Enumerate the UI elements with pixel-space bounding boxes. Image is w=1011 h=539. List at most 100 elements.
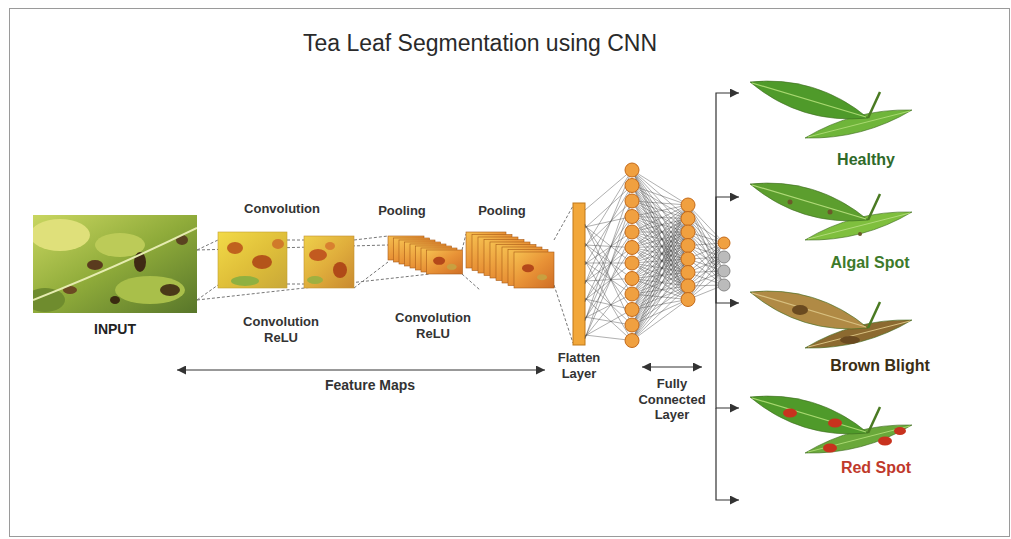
node-label: INPUT xyxy=(33,321,197,338)
leaf-spot xyxy=(828,210,833,215)
network-wire xyxy=(585,261,632,341)
span-label: Feature Maps xyxy=(315,377,425,394)
network-wire xyxy=(632,246,688,279)
network-wire xyxy=(585,232,632,301)
leaf-spot xyxy=(110,296,120,304)
pooling-slice xyxy=(514,252,554,288)
map-spot xyxy=(307,276,323,284)
flatten-layer: Flatten Layer xyxy=(548,200,610,382)
neuron xyxy=(625,194,639,208)
class-arrow xyxy=(716,197,739,265)
map-spot xyxy=(272,239,284,249)
network-wire xyxy=(632,273,688,326)
map-spot xyxy=(447,264,457,270)
layer-label: Convolution ReLU xyxy=(235,314,327,345)
network-wire xyxy=(632,232,688,294)
leaf-vein xyxy=(33,228,197,300)
neuron xyxy=(625,225,639,239)
dashed-guide xyxy=(197,240,218,250)
neuron xyxy=(681,252,695,266)
network-wire xyxy=(632,205,688,341)
span-arrow xyxy=(642,367,702,368)
leaf-rib xyxy=(808,111,910,137)
network-wire xyxy=(632,259,688,325)
neuron xyxy=(718,237,730,249)
dashed-guide xyxy=(354,262,388,288)
layer-label: Convolution xyxy=(227,201,337,217)
neuron xyxy=(718,279,730,291)
network-wire xyxy=(632,201,688,300)
output-class: Healthy xyxy=(740,65,940,170)
frame-border xyxy=(10,9,1010,537)
network-wire xyxy=(632,205,688,325)
empty-output-arrow xyxy=(716,408,739,500)
output-class: Red Spot xyxy=(740,380,940,478)
network-wire xyxy=(632,232,688,341)
neuron xyxy=(681,266,695,280)
pooling-slice xyxy=(427,250,463,274)
input-image: INPUT xyxy=(33,215,197,343)
leaf-spot xyxy=(878,437,892,446)
neuron xyxy=(625,334,639,348)
neuron xyxy=(625,318,639,332)
network-wire xyxy=(632,201,688,205)
class-arrow xyxy=(716,265,739,408)
map-spot xyxy=(433,257,445,265)
node-label: Flatten Layer xyxy=(548,350,610,381)
feature-map xyxy=(218,232,287,288)
feature-map xyxy=(304,236,354,288)
network-wire xyxy=(585,170,632,210)
leaf-spot xyxy=(160,284,180,296)
map-spot xyxy=(231,276,259,286)
leaf-spot xyxy=(828,419,842,428)
network-wires xyxy=(585,170,724,341)
map-spot xyxy=(309,249,327,261)
neuron xyxy=(681,239,695,253)
leaf-rib xyxy=(752,185,866,219)
network-wire xyxy=(632,300,688,341)
neuron xyxy=(681,293,695,307)
leaf-rib xyxy=(752,398,866,432)
node-label: Fully Connected Layer xyxy=(628,376,716,423)
network-wire xyxy=(632,219,688,341)
leaf-spot xyxy=(894,427,906,435)
leaf-illustration xyxy=(750,396,912,453)
network-wire xyxy=(632,300,688,310)
leaf-spot xyxy=(840,336,860,344)
leaf-spot xyxy=(788,200,793,205)
leaf-spot xyxy=(823,444,837,453)
map-spot xyxy=(227,242,243,254)
network-wire xyxy=(585,294,632,318)
network-wire xyxy=(632,286,688,341)
network-wire xyxy=(632,219,688,310)
leaf-spot xyxy=(792,305,808,315)
dashed-guide xyxy=(462,274,480,290)
span-arrow xyxy=(177,370,545,371)
leaf-spot xyxy=(33,288,65,312)
leaf-illustration xyxy=(750,183,912,240)
network-wire xyxy=(632,259,688,341)
map-spot xyxy=(522,264,534,272)
network-wire xyxy=(632,205,688,217)
neuron xyxy=(681,225,695,239)
neuron xyxy=(681,279,695,293)
layer-label: Pooling xyxy=(462,203,542,219)
network-wire xyxy=(585,298,632,341)
network-wire xyxy=(585,201,632,339)
output-class: Brown Blight xyxy=(740,275,940,376)
leaf-stem xyxy=(868,194,880,220)
network-wire xyxy=(632,259,688,310)
network-wire xyxy=(632,217,688,300)
dashed-guide xyxy=(554,285,573,343)
dashed-guide xyxy=(554,206,573,240)
network-wire xyxy=(632,300,688,326)
leaf xyxy=(750,291,868,329)
network-wire xyxy=(585,280,632,325)
leaf-rib xyxy=(808,321,910,347)
map-spot xyxy=(325,242,335,250)
leaf-spot xyxy=(87,260,103,270)
neuron xyxy=(681,198,695,212)
neurons xyxy=(625,163,730,348)
map-spot xyxy=(252,255,272,269)
